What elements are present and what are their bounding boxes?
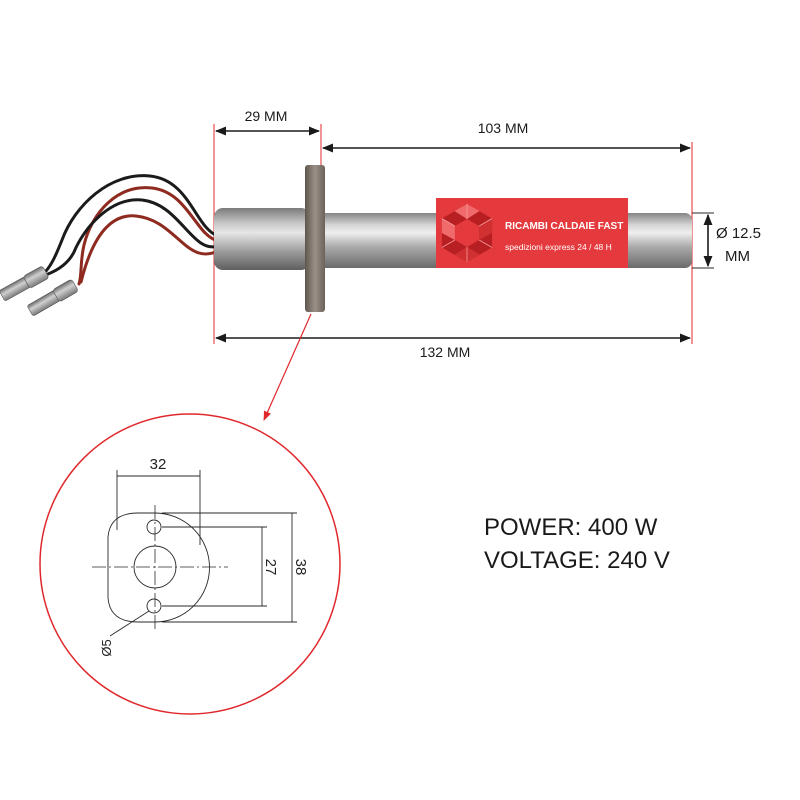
hole-spacing-label: 27: [262, 559, 279, 576]
mounting-flange: [305, 165, 325, 312]
connector-crimp: [53, 279, 78, 302]
flange-detail: 32 38 27 Ø5: [39, 413, 341, 715]
dimension-total-length: 132 MM: [214, 333, 692, 360]
power-spec: POWER: 400 W: [484, 514, 658, 541]
specifications: POWER: 400 W VOLTAGE: 240 V: [484, 514, 670, 574]
dimension-label: 103 MM: [478, 120, 529, 136]
flange-width-label: 32: [150, 456, 167, 473]
flange-height-label: 38: [292, 559, 309, 576]
diameter-unit: MM: [725, 248, 750, 265]
brand-logo: RICAMBI CALDAIE FAST spedizioni express …: [436, 198, 628, 268]
hole-diameter-label: Ø5: [99, 639, 114, 656]
flange-top-hole: [146, 519, 162, 535]
wires: [44, 174, 220, 286]
dimension-rod-length: 103 MM: [321, 120, 692, 153]
voltage-spec: VOLTAGE: 240 V: [484, 547, 670, 574]
hole-leader-line: [109, 610, 150, 637]
detail-callout-arrow: [263, 313, 312, 421]
wire-red: [79, 214, 220, 284]
diameter-value: Ø 12.5: [716, 225, 761, 242]
dimension-diameter: Ø 12.5 MM: [692, 212, 761, 269]
cube-hexagon-icon: [441, 204, 493, 262]
dimension-label: 29 MM: [245, 108, 288, 124]
spade-connector: [27, 279, 78, 316]
flange-outline: [107, 512, 210, 623]
dimension-label: 132 MM: [420, 344, 471, 360]
dimension-flange-offset: 29 MM: [214, 108, 321, 136]
wire-black: [46, 198, 220, 276]
wire-black: [44, 174, 220, 273]
logo-brand-name: RICAMBI CALDAIE FAST: [505, 221, 623, 232]
element-head: [214, 208, 310, 270]
flange-bottom-hole: [146, 598, 162, 614]
logo-tagline: spedizioni express 24 / 48 H: [505, 242, 612, 252]
connector-crimp: [23, 266, 49, 288]
spade-connector: [0, 266, 49, 301]
detail-circle: [39, 413, 341, 715]
wire-red: [77, 186, 220, 286]
